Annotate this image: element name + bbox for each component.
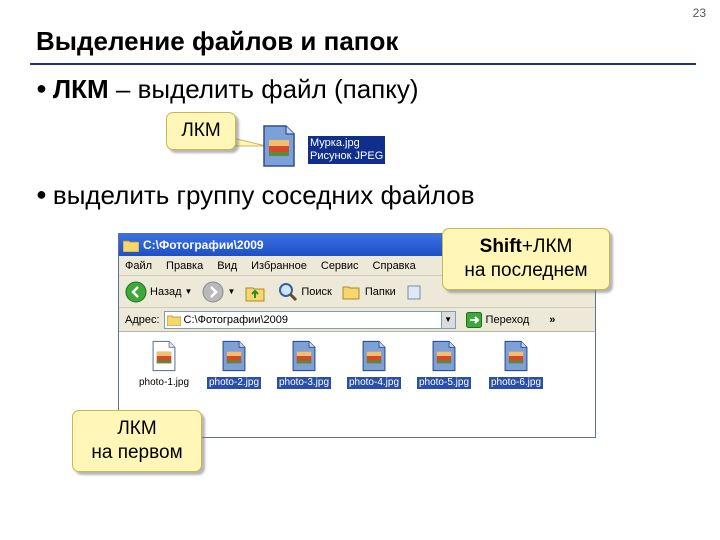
file-name: photo-1.jpg	[138, 377, 190, 388]
file-item[interactable]: photo-4.jpg	[341, 340, 407, 390]
back-label: Назад	[150, 285, 182, 298]
forward-button[interactable]: ▼	[202, 281, 235, 303]
folders-label: Папки	[364, 285, 396, 298]
window-title: C:\Фотографии\2009	[143, 238, 264, 252]
slide-number: 23	[692, 6, 706, 20]
file-name: photo-5.jpg	[416, 377, 472, 389]
file-list: photo-1.jpg photo-2.jpg photo-3.jpg	[119, 332, 595, 437]
menu-favorites[interactable]: Избранное	[251, 259, 307, 272]
jpeg-file-icon	[432, 340, 456, 372]
bullet-dot: ●	[36, 77, 47, 98]
go-button[interactable]: Переход	[465, 311, 530, 328]
jpeg-file-icon	[292, 340, 316, 372]
file-name: photo-6.jpg	[488, 377, 544, 389]
search-label: Поиск	[301, 285, 332, 298]
bullet-lkm-rest: – выделить файл (папку)	[108, 74, 419, 104]
go-label: Переход	[485, 313, 530, 326]
address-label: Адрес:	[125, 313, 160, 326]
move-to-button[interactable]	[406, 283, 427, 301]
back-button[interactable]: Назад ▼	[125, 281, 192, 303]
address-input[interactable]: C:\Фотографии\2009	[163, 310, 442, 329]
file-name: photo-3.jpg	[276, 377, 332, 389]
callout-lkm-top: ЛКМ	[166, 112, 236, 150]
file-name: photo-4.jpg	[346, 377, 402, 389]
up-folder-icon	[245, 287, 265, 301]
address-value: C:\Фотографии\2009	[183, 313, 288, 326]
forward-dropdown-icon[interactable]: ▼	[227, 287, 236, 296]
bullet-dot: ●	[36, 183, 47, 204]
jpeg-file-icon	[152, 340, 176, 372]
back-arrow-icon	[125, 281, 147, 302]
callout-last-line1: Shift+ЛКМ	[443, 235, 609, 259]
folder-icon	[123, 240, 139, 252]
selected-file-label[interactable]: Мурка.jpg Рисунок JPEG	[308, 136, 386, 164]
file-item[interactable]: photo-1.jpg	[131, 340, 197, 390]
file-name: Мурка.jpg	[310, 137, 360, 149]
callout-first-line1: ЛКМ	[117, 418, 157, 439]
move-to-icon	[407, 285, 421, 299]
file-item[interactable]: photo-3.jpg	[271, 340, 337, 390]
file-item[interactable]: photo-5.jpg	[411, 340, 477, 390]
shift-key-label: Shift	[479, 236, 522, 257]
folders-icon	[342, 286, 360, 299]
file-name: photo-2.jpg	[206, 377, 262, 389]
jpeg-file-icon	[504, 340, 528, 372]
menu-tools[interactable]: Сервис	[320, 259, 359, 272]
bullet-select-file: ●ЛКМ – выделить файл (папку)	[36, 74, 419, 105]
bullet-lkm: ЛКМ	[52, 74, 109, 104]
search-button[interactable]: Поиск	[278, 282, 332, 302]
callout-first-line2: на первом	[91, 442, 183, 463]
bullet-group-text: выделить группу соседних файлов	[52, 180, 475, 210]
folders-button[interactable]: Папки	[342, 283, 396, 301]
folder-icon	[166, 315, 181, 326]
search-icon	[279, 282, 298, 301]
lkm-label: +ЛКМ	[521, 236, 573, 257]
file-item[interactable]: photo-6.jpg	[483, 340, 549, 390]
callout-lkm-first: ЛКМ на первом	[72, 410, 202, 472]
up-folder-button[interactable]	[245, 282, 268, 302]
back-dropdown-icon[interactable]: ▼	[184, 287, 193, 296]
jpeg-file-icon	[222, 340, 246, 372]
menu-view[interactable]: Вид	[217, 259, 238, 272]
callout-last-line2: на последнем	[464, 260, 588, 281]
jpeg-file-icon	[362, 340, 386, 372]
file-type: Рисунок JPEG	[310, 150, 384, 162]
go-arrow-icon	[465, 311, 482, 328]
bullet-select-group: ●выделить группу соседних файлов	[36, 180, 475, 211]
file-item[interactable]: photo-2.jpg	[201, 340, 267, 390]
menu-file[interactable]: Файл	[125, 259, 153, 272]
slide-title: Выделение файлов и папок	[36, 26, 399, 56]
address-bar: Адрес: C:\Фотографии\2009 ▼ Переход »	[119, 308, 595, 332]
links-chevron-icon[interactable]: »	[549, 313, 556, 326]
title-rule	[30, 63, 696, 65]
address-dropdown-icon[interactable]: ▼	[441, 310, 456, 329]
menu-edit[interactable]: Правка	[166, 259, 204, 272]
menu-help[interactable]: Справка	[372, 259, 416, 272]
forward-arrow-icon	[202, 281, 224, 302]
jpeg-file-icon[interactable]	[262, 124, 296, 173]
callout-shift-lkm-last: Shift+ЛКМ на последнем	[442, 228, 610, 290]
